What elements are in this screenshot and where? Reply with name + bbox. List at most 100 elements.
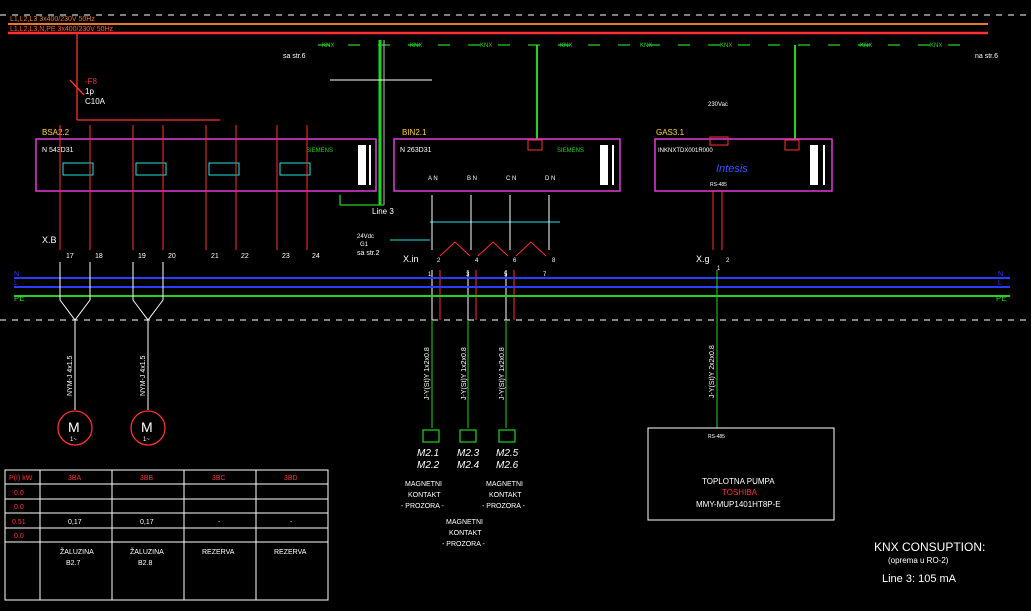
table-cell: 0.0	[14, 490, 24, 497]
dc-supply-label: 24Vdc	[357, 234, 374, 240]
bus-cable-label: J-Y(St)Y 1x2x0.8	[461, 347, 468, 400]
intesis-logo: Intesis	[716, 163, 748, 175]
terminal-number: 18	[95, 253, 103, 260]
terminal-strip-xb: X.B 17 18 19 20 21 22 23 24	[42, 235, 320, 260]
rs485-label: RS-485	[710, 182, 727, 188]
terminal-number: 6	[513, 258, 517, 264]
supply-bus: L1,L2,L3 3x400/230V 50Hz L1,L2,L3,N,PE 3…	[8, 16, 988, 35]
binary-input-label: B N	[467, 176, 477, 182]
line3-label: Line 3	[372, 207, 394, 216]
motor-phase: 1~	[143, 437, 150, 443]
pump-model: MMY-MUP1401HT8P-E	[696, 500, 781, 509]
binary-input-label: A N	[428, 176, 438, 182]
heat-pump-box[interactable]	[647, 427, 835, 521]
terminal-strip-xin: X.in 1 2 3 4 5 6 7 8	[403, 254, 556, 278]
module-model: N 263D31	[400, 147, 432, 154]
terminal-number: 22	[241, 253, 249, 260]
rail-pe-label-right: PE	[996, 294, 1007, 303]
summary-subtitle: (oprema u RO-2)	[888, 556, 949, 565]
contact-label: - PROZORA -	[442, 541, 485, 548]
table-header: P(I) kW	[9, 475, 33, 482]
contact-code: M2.5	[496, 448, 519, 459]
relay-contact	[62, 162, 94, 176]
xg-label: X.g	[696, 254, 710, 264]
terminal-strip-xg: X.g 1 2	[696, 254, 730, 272]
contact-label: KONTAKT	[449, 530, 482, 537]
module-bsa22[interactable]: BSA2.2 N 543D31 SIEMENS	[35, 125, 377, 250]
xin-label: X.in	[403, 254, 419, 264]
module-name: BIN2.1	[402, 128, 427, 137]
table-footer: B2.7	[66, 560, 81, 567]
module-gas31[interactable]: GAS3.1 INKNXTDX001R000 Intesis 230Vac RS…	[654, 102, 833, 250]
supply-label-1: L1,L2,L3 3x400/230V 50Hz	[10, 16, 95, 23]
contact-feeder-1[interactable]: J-Y(St)Y 1x2x0.8 M2.1 M2.2	[417, 320, 440, 471]
terminal-number: 2	[437, 258, 441, 264]
table-cell: 0.51	[12, 519, 26, 526]
motor-phase: 1~	[70, 437, 77, 443]
contact-code: M2.1	[417, 448, 439, 459]
binary-input-label: D N	[545, 176, 555, 182]
consumption-table: P(I) kW 3BA 3BB 3BC 3BD 0.0 0.0 0.51 0,1…	[4, 469, 329, 601]
motor-letter: M	[141, 419, 153, 435]
knx-tag: KNX	[860, 43, 872, 49]
contact-symbol	[422, 429, 440, 443]
terminal-number: 1	[428, 272, 432, 278]
contact-code: M2.2	[417, 460, 440, 471]
table-cell: 0,17	[68, 519, 82, 526]
motor-cable-label: NYM-J 4x1.5	[140, 355, 147, 396]
terminal-number: 21	[211, 253, 219, 260]
bus-cable-label: J-Y(St)Y 1x2x0.8	[499, 347, 506, 400]
knx-consumption-summary: KNX CONSUPTION: (oprema u RO-2) Line 3: …	[874, 540, 985, 585]
rail-l-label-right: L	[998, 280, 1002, 287]
siemens-logo: SIEMENS	[306, 148, 333, 154]
contact-code: M2.6	[496, 460, 519, 471]
module-name: GAS3.1	[656, 128, 685, 137]
module-bin21[interactable]: BIN2.1 N 263D31 SIEMENS A N B N C N D N …	[339, 128, 621, 257]
input-wiring	[431, 195, 550, 320]
from-label: sa str.2	[357, 250, 380, 257]
dc-label: G1	[360, 242, 369, 248]
heat-pump-feeder[interactable]: J-Y(St)Y 2x2x0.8 RS-485 TOPLOTNA PUMPA T…	[647, 270, 835, 521]
breaker-f8[interactable]: -F8 1p C10A	[69, 33, 220, 121]
motor-cable-label: NYM-J 4x1.5	[67, 355, 74, 396]
rail-pe-label: PE	[14, 294, 25, 303]
knx-tag: KNX	[410, 43, 422, 49]
knx-tag: KNX	[930, 43, 942, 49]
relay-contact	[135, 162, 167, 176]
pump-brand: TOSHIBA	[722, 488, 758, 497]
table-footer: ŽALUZINA	[60, 547, 94, 556]
terminal-number: 19	[138, 253, 146, 260]
xb-label: X.B	[42, 235, 57, 245]
contact-label: MAGNETNI	[486, 481, 523, 488]
knx-tag: KNX	[480, 43, 492, 49]
table-cell: -	[218, 519, 221, 526]
terminal-number: 17	[66, 253, 74, 260]
relay-contact	[279, 162, 311, 176]
motor-feeder-1[interactable]: NYM-J 4x1.5 M 1~	[57, 262, 93, 446]
contact-feeder-2[interactable]: J-Y(St)Y 1x2x0.8 M2.3 M2.4	[457, 320, 480, 471]
contact-feeder-3[interactable]: J-Y(St)Y 1x2x0.8 M2.5 M2.6	[496, 320, 519, 471]
knx-right-label: na str.6	[975, 53, 998, 60]
rail-l-label: L	[14, 280, 18, 287]
motor-feeder-2[interactable]: NYM-J 4x1.5 M 1~	[130, 262, 166, 446]
relay-contact	[208, 162, 240, 176]
contact-label: - PROZORA -	[401, 503, 444, 510]
contact-code: M2.4	[457, 460, 480, 471]
summary-title: KNX CONSUPTION:	[874, 540, 985, 554]
module-name: BSA2.2	[42, 128, 70, 137]
contact-symbol	[498, 429, 516, 443]
rails: N N L L PE PE	[14, 271, 1010, 303]
table-cell: -	[290, 519, 293, 526]
module-model: INKNXTDX001R000	[658, 148, 713, 154]
table-footer: REZERVA	[202, 549, 235, 556]
breaker-rating: C10A	[85, 97, 106, 106]
rail-n-label: N	[14, 271, 19, 278]
contact-label: KONTAKT	[408, 492, 441, 499]
motor-symbol	[57, 410, 93, 446]
module-model: N 543D31	[42, 147, 74, 154]
table-footer: B2.8	[138, 560, 153, 567]
table-cell: 0.0	[14, 504, 24, 511]
motor-symbol	[130, 410, 166, 446]
terminal-number: 20	[168, 253, 176, 260]
